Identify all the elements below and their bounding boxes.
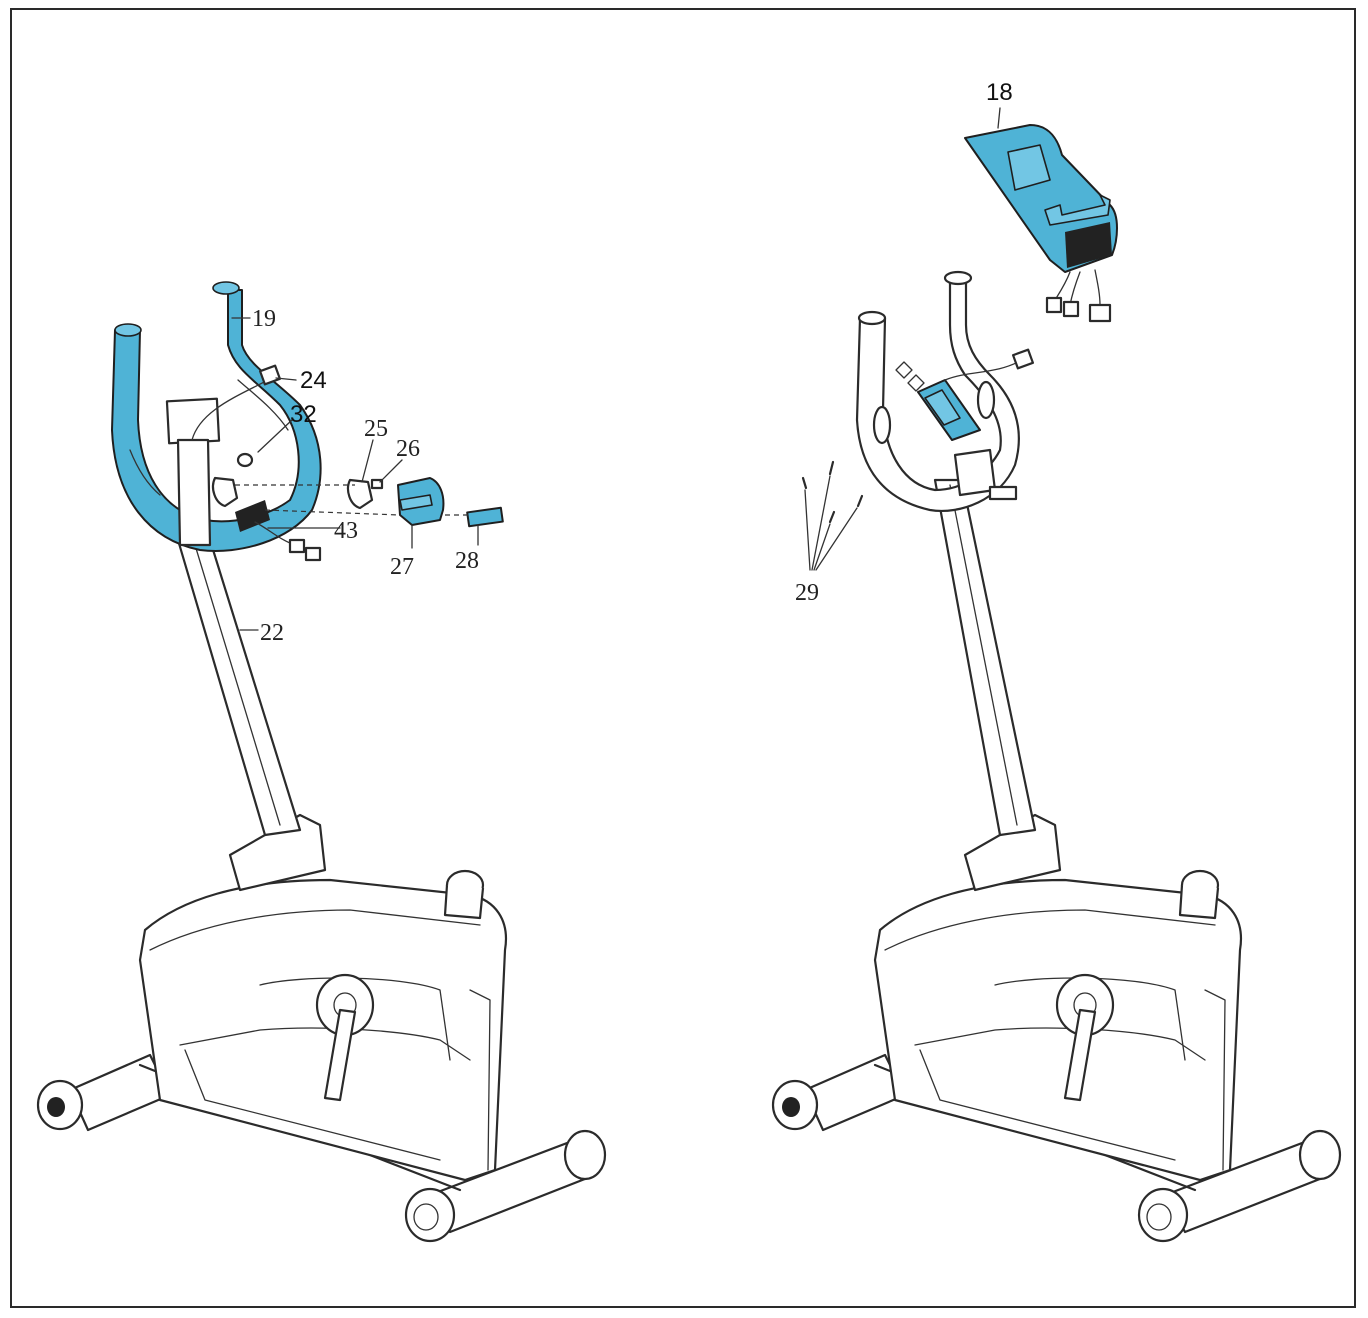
right-upright-post xyxy=(933,478,1037,837)
callout-25: 25 xyxy=(364,416,388,442)
callout-26: 26 xyxy=(396,436,420,462)
callout-18: 18 xyxy=(986,79,1013,106)
left-connector-28 xyxy=(445,506,504,528)
left-bolt-26 xyxy=(370,478,384,490)
right-cable-connectors xyxy=(895,348,1035,392)
left-sensor-grip-43 xyxy=(235,500,270,532)
left-assembly-guide-2 xyxy=(264,509,401,516)
diagram-frame xyxy=(10,8,1356,1308)
callout-22: 22 xyxy=(260,620,284,646)
left-cover-27 xyxy=(397,477,445,526)
callout-24: 24 xyxy=(300,367,327,394)
right-stem-plate xyxy=(917,379,981,441)
right-handlebar xyxy=(855,270,1020,512)
screws-29 xyxy=(801,460,864,571)
right-rear-stabilizer xyxy=(1137,1129,1342,1243)
left-nut-32 xyxy=(236,452,254,468)
right-main-body xyxy=(873,813,1243,1182)
leader-18 xyxy=(997,107,1001,129)
right-front-stabilizer xyxy=(771,1053,907,1132)
callout-28: 28 xyxy=(455,548,479,574)
console-18 xyxy=(964,124,1118,323)
left-handlebar-19 xyxy=(111,281,322,552)
right-handlebar-clamp xyxy=(953,448,1018,501)
left-upright-post xyxy=(176,538,302,837)
left-rear-stabilizer xyxy=(404,1129,607,1243)
left-clamp-25 xyxy=(211,476,374,510)
left-bike-assembly: 19 24 32 25 26 43 27 28 22 xyxy=(36,281,607,1243)
left-pulse-cable-24 xyxy=(191,364,322,562)
left-front-stabilizer xyxy=(36,1053,172,1132)
callout-43: 43 xyxy=(334,518,358,544)
left-stem-column xyxy=(176,438,212,547)
left-main-body xyxy=(138,813,508,1182)
callout-32: 32 xyxy=(290,401,317,428)
callout-19: 19 xyxy=(252,306,276,332)
right-bike-assembly: 18 29 xyxy=(771,79,1342,1243)
left-leader-lines xyxy=(231,317,479,631)
callout-29: 29 xyxy=(795,580,819,606)
callout-27: 27 xyxy=(390,554,414,580)
